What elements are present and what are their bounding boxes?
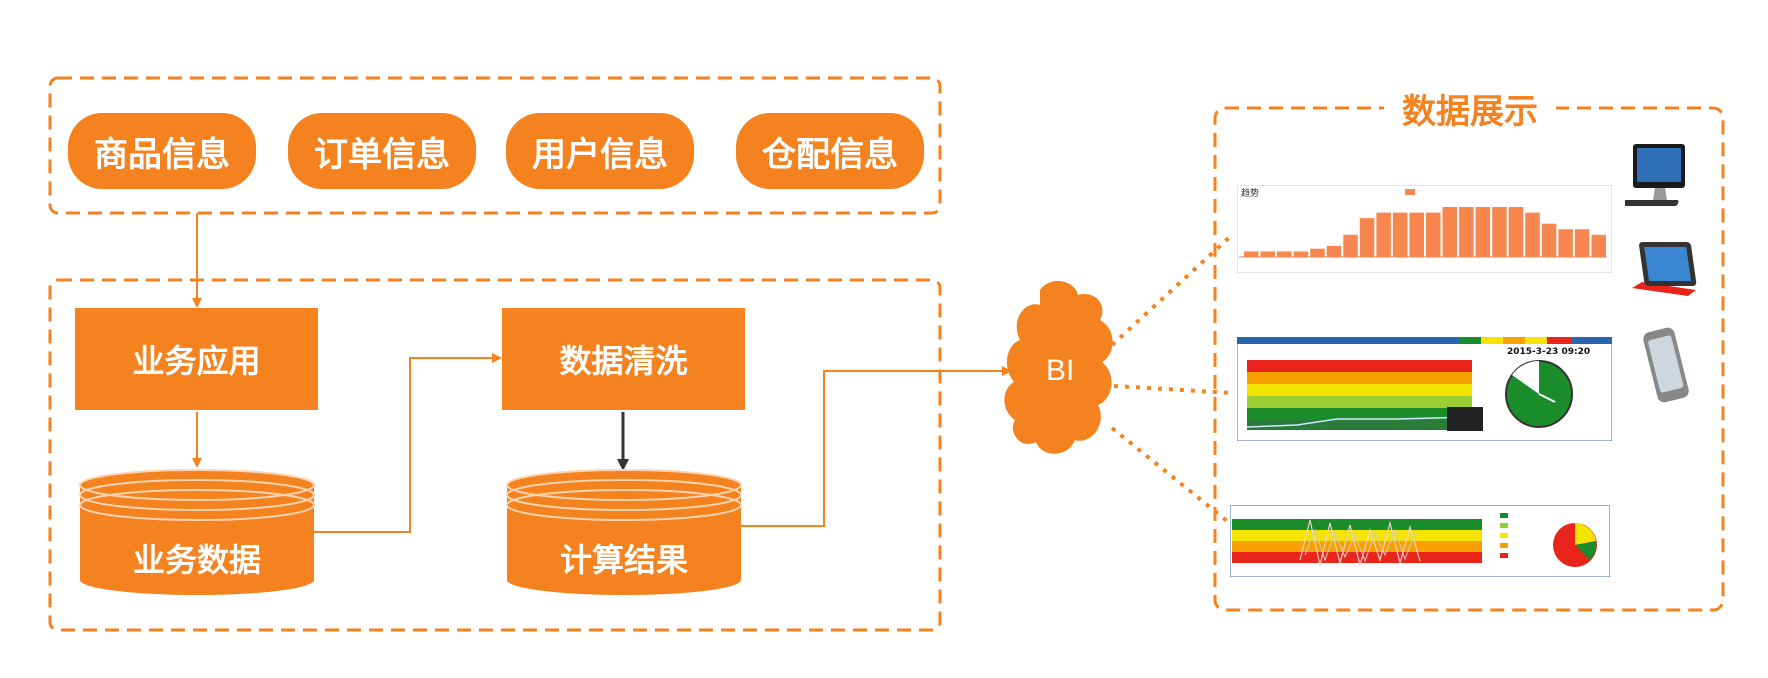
result-cylinder [506, 469, 742, 595]
trend-bar [1293, 251, 1309, 257]
trend-bar [1426, 212, 1441, 257]
desktop-icon [1625, 144, 1685, 206]
trend-bar [1558, 229, 1573, 257]
source-user-info[interactable]: 用户信息 [506, 113, 694, 189]
display-title: 数据展示 [1384, 84, 1556, 133]
bi-link-top [1110, 233, 1234, 347]
gauge-timestamp: 2015-3-23 09:20 [1507, 347, 1590, 357]
trend-bar [1277, 251, 1292, 257]
sources-frame [48, 76, 942, 215]
trend-bar [1525, 212, 1540, 257]
bizdata-cylinder [79, 469, 315, 595]
trend-bar [1376, 212, 1391, 257]
trend-chart-thumbnail: 趋势 [1237, 185, 1612, 273]
trend-bar [1310, 248, 1325, 257]
trend-bar [1541, 223, 1557, 257]
arrow-bizdata-to-cleaning [312, 353, 502, 533]
bi-link-bottom [1110, 426, 1234, 527]
trend-bar [1574, 229, 1590, 257]
trend-bar [1359, 218, 1375, 257]
trend-chart-title: 趋势 [1241, 187, 1259, 199]
calc-result-label: 计算结果 [559, 541, 688, 579]
business-app-box[interactable]: 业务应用 [75, 308, 318, 410]
phone-icon [1643, 327, 1689, 403]
trend-bar [1475, 207, 1491, 257]
trend-bars [1244, 207, 1606, 257]
trend-bar [1343, 234, 1358, 257]
trend-bar [1508, 207, 1524, 257]
trend-bar [1442, 207, 1457, 257]
trend-bar [1326, 245, 1342, 257]
source-product-info[interactable]: 商品信息 [68, 113, 256, 189]
source-warehouse-info[interactable]: 仓配信息 [736, 113, 924, 189]
trend-bar [1244, 251, 1259, 257]
source-order-info[interactable]: 订单信息 [288, 113, 476, 189]
business-data-label: 业务数据 [132, 541, 261, 579]
trend-bar [1459, 207, 1474, 257]
trend-bar [1409, 212, 1424, 257]
tablet-icon [1632, 242, 1697, 296]
trend-bar [1392, 212, 1408, 257]
arrow-result-to-bi [737, 366, 1012, 527]
bi-cloud [1004, 280, 1113, 454]
gauge-chart-thumbnail: 2015-3-23 09:20 [1237, 337, 1612, 441]
line-pie-chart-thumbnail [1230, 505, 1610, 577]
bi-label: BI [1046, 354, 1075, 387]
trend-bar [1260, 251, 1275, 257]
data-cleaning-box[interactable]: 数据清洗 [502, 308, 745, 410]
trend-bar [1591, 234, 1606, 257]
trend-bar [1492, 207, 1507, 257]
